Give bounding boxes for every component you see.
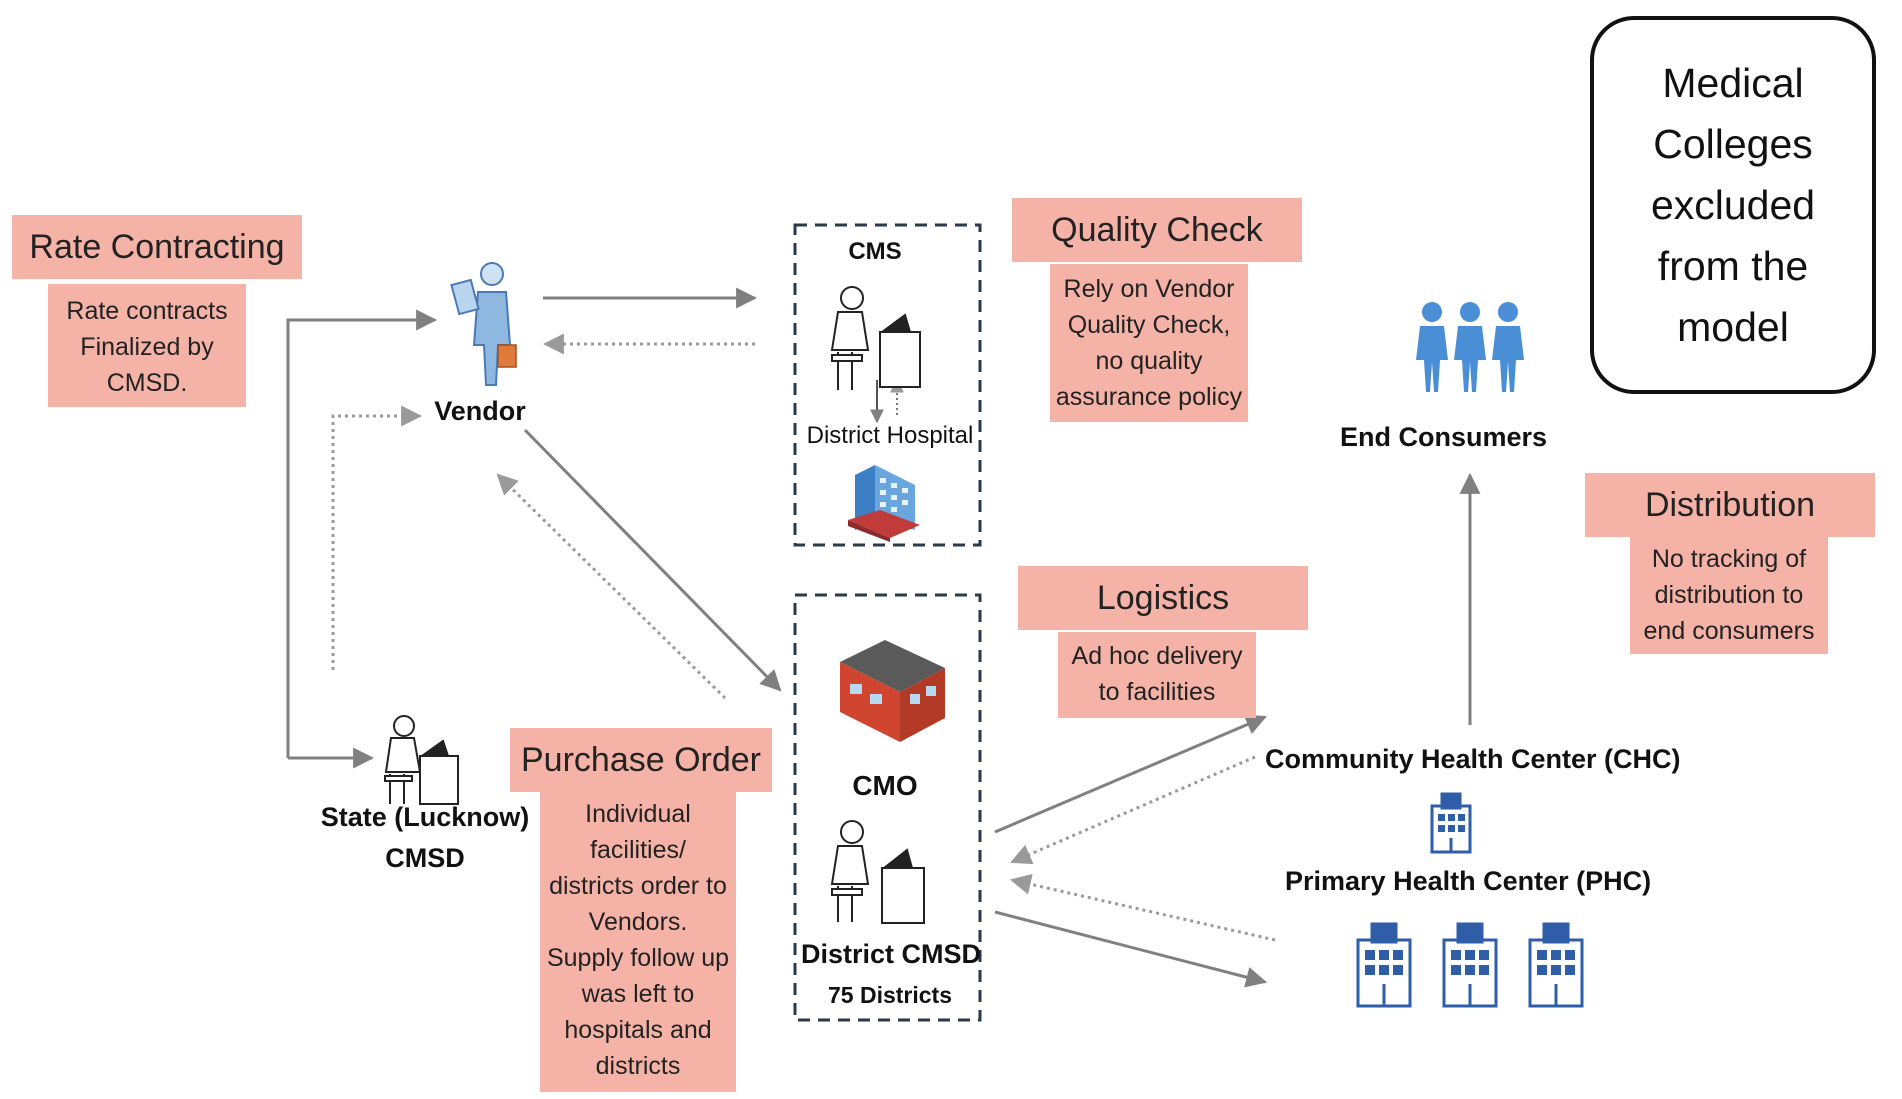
phc-hospital-icons (1356, 922, 1584, 1008)
chc-label: Community Health Center (CHC) (1265, 744, 1681, 774)
phc-hospital-icon (1442, 922, 1498, 1008)
cmo-label: CMO (852, 770, 918, 801)
quality-check-title-box: Quality Check (1012, 198, 1302, 262)
purchase-order-line: was left to (581, 980, 695, 1008)
district-hospital-label: District Hospital (806, 422, 974, 449)
purchase-order-title: Purchase Order (521, 741, 761, 779)
rate-contracting-body: Rate contracts Finalized by CMSD. (48, 284, 246, 407)
excluded-note: Medical Colleges excluded from the model (1590, 16, 1876, 394)
purchase-order-title-box: Purchase Order (510, 728, 772, 792)
logistics-title-box: Logistics (1018, 566, 1308, 630)
end-consumers-people-icon (1416, 302, 1524, 392)
phc-hospital-icon (1528, 922, 1584, 1008)
state-cmsd-label-line1: State (Lucknow) (320, 802, 530, 832)
logistics-body: Ad hoc delivery to facilities (1058, 632, 1256, 718)
flow-arrows (286, 287, 1481, 988)
distribution-line: end consumers (1643, 617, 1815, 645)
district-cmsd-desk-person-icon (830, 820, 925, 924)
district-hospital-building-icon (848, 465, 920, 542)
cmo-building-icon (840, 640, 945, 742)
quality-check-line: assurance policy (1055, 383, 1243, 411)
excluded-note-text: Medical Colleges excluded from the model (1650, 59, 1816, 350)
distribution-title-box: Distribution (1585, 473, 1875, 537)
cms-container (793, 223, 982, 547)
district-cmsd-label: District CMSD (800, 939, 982, 969)
purchase-order-line: districts (595, 1052, 681, 1080)
state-cmsd-desk-person-icon (384, 715, 459, 805)
distribution-line: No tracking of (1651, 545, 1807, 573)
purchase-order-line: Vendors. (588, 908, 688, 936)
cmo-container (793, 593, 982, 1022)
chc-hospital-icon (1430, 792, 1472, 854)
purchase-order-line: districts order to (549, 872, 727, 900)
purchase-order-line: Supply follow up (546, 944, 730, 972)
logistics-line: to facilities (1098, 678, 1216, 706)
end-consumers-label: End Consumers (1340, 422, 1548, 452)
purchase-order-line: hospitals and (564, 1016, 712, 1044)
distribution-body: No tracking of distribution to end consu… (1630, 537, 1828, 654)
purchase-order-body: Individual facilities/ districts order t… (540, 792, 736, 1092)
state-cmsd-label-line2: CMSD (385, 843, 465, 873)
rate-contracting-title: Rate Contracting (29, 228, 285, 266)
logistics-line: Ad hoc delivery (1071, 642, 1243, 670)
distribution-title: Distribution (1644, 486, 1816, 524)
purchase-order-line: facilities/ (590, 836, 686, 864)
phc-label: Primary Health Center (PHC) (1285, 866, 1652, 896)
districts-count-label: 75 Districts (827, 982, 952, 1008)
phc-hospital-icon (1356, 922, 1412, 1008)
distribution-line: distribution to (1654, 581, 1804, 609)
quality-check-title: Quality Check (1051, 211, 1263, 249)
logistics-title: Logistics (1096, 579, 1230, 617)
quality-check-body: Rely on Vendor Quality Check, no quality… (1050, 264, 1248, 422)
rate-contracting-title-box: Rate Contracting (12, 215, 302, 279)
cms-desk-person-icon (830, 286, 921, 390)
rate-contracting-line: Finalized by (80, 333, 214, 361)
quality-check-line: Rely on Vendor (1063, 275, 1235, 303)
cms-label: CMS (848, 238, 902, 265)
purchase-order-line: Individual (585, 800, 691, 828)
rate-contracting-line: CMSD. (106, 369, 188, 397)
quality-check-line: no quality (1095, 347, 1203, 375)
quality-check-line: Quality Check, (1067, 311, 1231, 339)
vendor-label: Vendor (434, 396, 526, 426)
vendor-person-icon (450, 262, 517, 386)
rate-contracting-line: Rate contracts (66, 297, 228, 325)
